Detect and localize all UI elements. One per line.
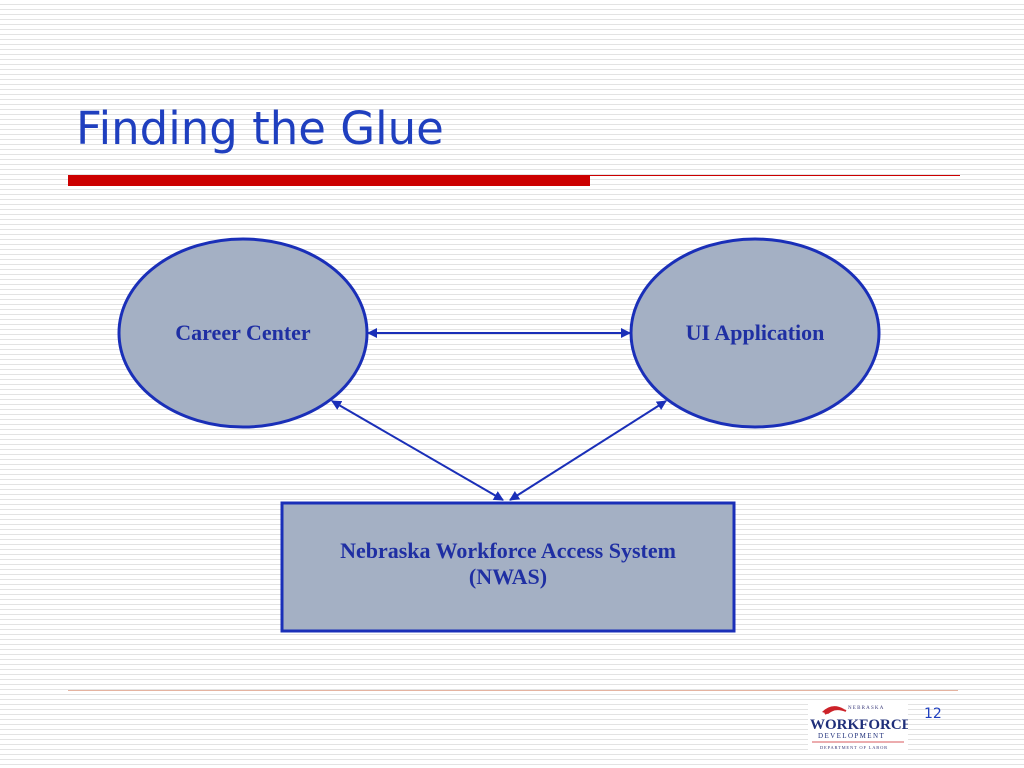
arrow-ui-nwas <box>509 400 667 501</box>
logo-graphic: NEBRASKA WORKFORCE DEVELOPMENT DEPARTMEN… <box>810 706 912 750</box>
svg-text:WORKFORCE: WORKFORCE <box>810 717 908 733</box>
arrow-career-nwas <box>331 400 504 501</box>
slide-title: Finding the Glue <box>76 102 444 155</box>
title-underline-thick <box>68 175 590 186</box>
ui-application-label: UI Application <box>685 320 825 345</box>
career-center-label: Career Center <box>175 320 311 345</box>
title-underline-thin <box>590 175 960 176</box>
svg-text:NEBRASKA: NEBRASKA <box>848 706 885 711</box>
svg-text:DEPARTMENT OF LABOR: DEPARTMENT OF LABOR <box>820 745 888 750</box>
nwas-label: Nebraska Workforce Access System (NWAS) <box>282 538 734 591</box>
ui-application-node <box>629 237 881 429</box>
nwas-label-line2: (NWAS) <box>468 564 548 590</box>
nwas-node <box>280 501 736 633</box>
nwas-label-line1: Nebraska Workforce Access System <box>340 538 676 563</box>
page-number: 12 <box>924 706 942 722</box>
footer-rule <box>68 690 958 691</box>
svg-text:DEVELOPMENT: DEVELOPMENT <box>818 732 885 740</box>
nebraska-workforce-logo: NEBRASKA WORKFORCE DEVELOPMENT DEPARTMEN… <box>808 700 912 752</box>
